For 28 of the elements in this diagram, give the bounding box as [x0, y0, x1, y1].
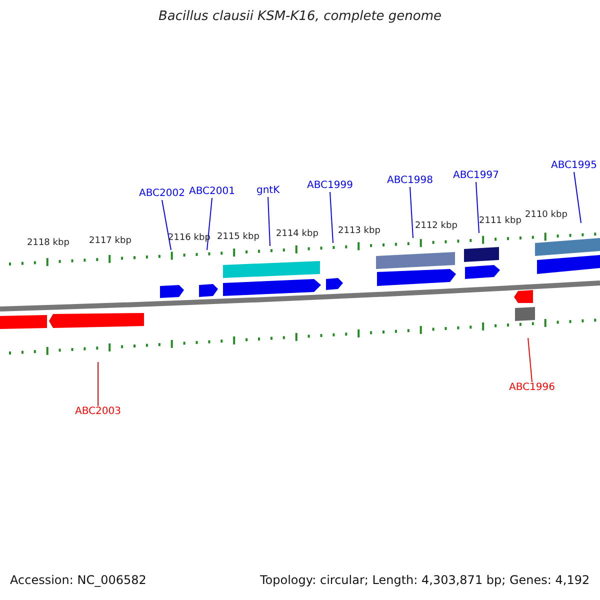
gene-label: ABC1999: [307, 180, 353, 192]
scale-label: 2117 kbp: [89, 236, 132, 246]
footer-text: Accession: NC_006582: [10, 574, 146, 588]
leader-line: [162, 200, 172, 250]
scale-label: 2110 kbp: [525, 210, 568, 220]
leader-line: [410, 186, 414, 238]
gene-label: ABC2001: [189, 186, 235, 198]
leader-line: [330, 192, 334, 244]
gene-label: ABC2002: [139, 188, 185, 200]
scale-label: 2114 kbp: [276, 229, 318, 240]
diagram-title: Bacillus clausii KSM-K16, complete genome: [157, 10, 443, 25]
scale-label: 2113 kbp: [338, 226, 380, 236]
leader-line: [206, 198, 212, 250]
scale-label: 2111 kbp: [479, 216, 522, 226]
scale-label: 2112 kbp: [415, 221, 458, 232]
scale-label: 2115 kbp: [217, 232, 260, 242]
leader-line: [476, 182, 480, 234]
leader-line: [528, 338, 532, 382]
footer-text: Topology: circular; Length: 4,303,871 bp; Genes: 4,192: [260, 574, 590, 588]
leader-line: [268, 196, 270, 246]
leader-line: [574, 172, 582, 224]
gene-label: ABC1997: [453, 170, 499, 182]
gene-label: gntK: [256, 185, 280, 196]
gene-label: ABC1998: [387, 175, 433, 186]
gene-label: ABC2003: [75, 406, 121, 418]
gene-label: ABC1995: [551, 160, 597, 172]
gene-label: ABC1996: [509, 382, 555, 394]
scale-label: 2118 kbp: [27, 238, 70, 248]
